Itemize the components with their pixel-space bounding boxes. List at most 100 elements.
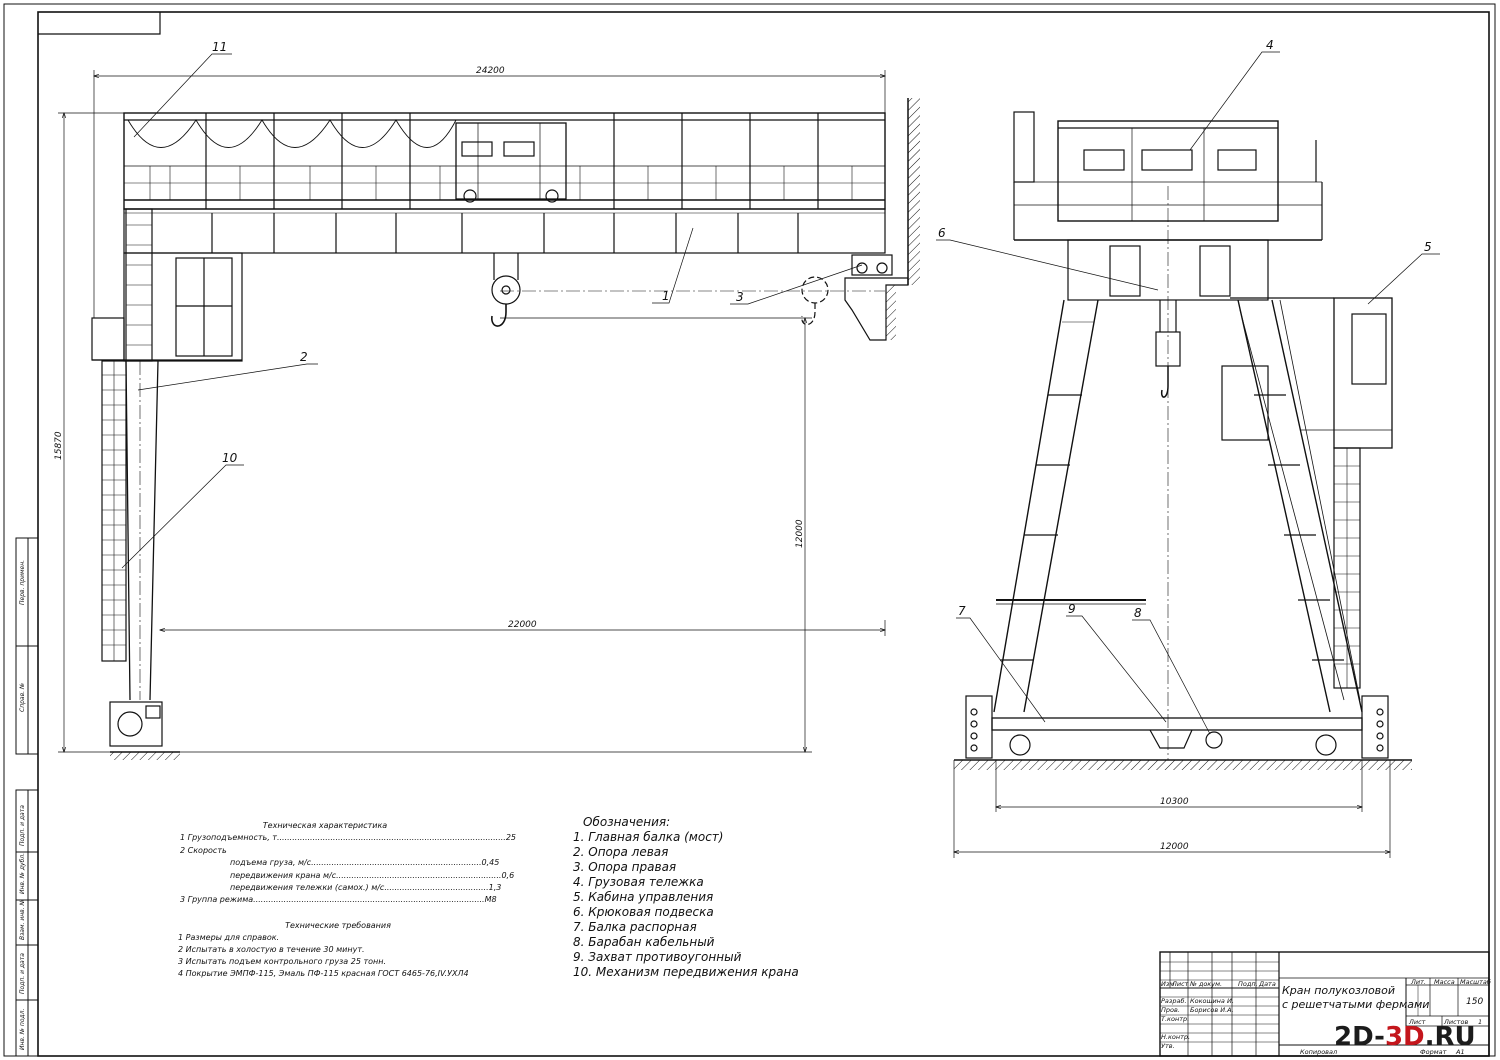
right-support [844,98,920,341]
front-dimensions [58,70,885,752]
tb-format-value: А1 [1455,1048,1465,1056]
requirements: Технические требования 1 Размеры для спр… [178,920,498,980]
tb-utv: Утв. [1161,1042,1175,1050]
tb-sign: Подп. [1238,980,1258,988]
requirement-item: 3 Испытать подъем контрольного груза 25 … [178,957,387,966]
title-block-text: Изм Лист № докум. Подп. Дата Разраб. Кок… [1161,978,1491,1056]
side-stamp [15,537,39,1057]
tb-tkontr: Т.контр. [1161,1015,1189,1023]
legend: Обозначения: 1. Главная балка (мост) 2. … [573,815,833,980]
dimension-labels: 24200 22000 15870 12000 10300 12000 [54,66,1189,852]
tech-spec-label: передвижения тележки (самох.) м/с [230,883,385,893]
tech-spec-label: 1 Грузоподъемность, т [180,833,277,843]
side-base [954,695,1412,770]
tb-list-label: Лист [1408,1018,1426,1026]
tb-masshtab: Масштаб [1460,978,1491,986]
requirements-title: Технические требования [285,921,391,930]
dim-gauge-inner: 10300 [1160,797,1189,807]
side-view [936,51,1440,858]
main-girder [123,112,886,254]
tech-spec-label: 2 Скорость [180,845,227,855]
front-view [58,53,920,760]
perv-primen-label: Перв. примен. [19,560,26,605]
tech-spec-title: Техническая характеристика [262,821,388,830]
title-block [1159,951,1490,1057]
legend-item: 4. Грузовая тележка [573,875,704,889]
side-dimensions [954,760,1390,858]
callout-6: 6 [938,226,946,240]
watermark-part3: .RU [1424,1022,1476,1052]
tb-listov-value: 1 [1478,1018,1482,1026]
inv-podl-label: Инв. № подл. [19,1009,26,1050]
tb-prov-name: Борисов И.А. [1190,1006,1234,1014]
legend-title: Обозначения: [583,815,671,829]
legend-item: 6. Крюковая подвеска [573,905,714,919]
tech-spec-value: 25 [505,833,517,843]
sprav-label: Справ. № [19,683,26,712]
tb-razrab-name: Кокошина И. [1190,997,1234,1005]
legend-item: 10. Механизм передвижения крана [573,965,799,979]
tech-spec-row: 3 Группа режима.........................… [180,895,497,905]
tb-scale-value: 150 [1466,997,1483,1007]
tb-kopiroval: Копировал [1300,1048,1337,1056]
callout-labels: 1 2 3 4 5 6 7 8 9 10 11 [212,38,1432,620]
tb-massa: Масса [1434,978,1455,986]
callout-2: 2 [300,350,308,364]
callout-8: 8 [1134,606,1142,620]
dim-height-total: 15870 [54,431,64,460]
tb-nkontr: Н.контр. [1161,1033,1190,1041]
tb-razrab: Разраб. [1161,997,1187,1005]
tech-spec-row: передвижения крана м/с..................… [230,870,515,880]
tb-list: Лист [1171,980,1189,988]
tb-lit: Лит. [1410,978,1426,986]
tech-spec-label: 3 Группа режима [180,895,254,905]
inv-dubl-label: Инв. № дубл. [19,853,26,894]
dim-span-total: 24200 [476,66,505,76]
dim-span-rail: 22000 [508,620,537,630]
requirement-item: 4 Покрытие ЭМПФ-115, Эмаль ПФ-115 красна… [178,969,469,978]
callout-1: 1 [662,289,670,303]
dim-height-hook: 12000 [795,519,805,548]
watermark-part2: 3D [1384,1022,1425,1052]
tech-spec-value: 0,6 [501,870,515,880]
callout-10: 10 [222,451,238,465]
callout-9: 9 [1068,602,1076,616]
tb-doc: № докум. [1189,980,1222,988]
tech-spec-value: 1,3 [488,883,502,893]
tech-spec: Техническая характеристика 1 Грузоподъем… [175,820,517,907]
tech-spec-row: 2 Скорость [175,845,475,857]
side-leaders [936,51,1440,735]
legend-item: 1. Главная балка (мост) [573,830,724,844]
sheet-frame [3,3,1496,1057]
podp-data-label-2: Подп. и дата [19,953,26,994]
legend-item: 3. Опора правая [573,860,677,874]
tb-name-line2: с решетчатыми фермами [1282,998,1429,1011]
tech-spec-value: 0,45 [481,858,500,868]
tb-format: Формат [1420,1048,1447,1056]
callout-11: 11 [212,40,227,54]
side-girder-end [1067,186,1269,760]
legend-item: 2. Опора левая [573,845,669,859]
left-leg [91,208,243,760]
trolley [455,122,567,203]
legend-item: 8. Барабан кабельный [573,935,715,949]
dim-gauge-outer: 12000 [1160,842,1189,852]
requirement-item: 2 Испытать в холостую в течение 30 минут… [178,945,365,954]
front-leaders [121,53,863,569]
tech-spec-label: передвижения крана м/с [230,870,337,880]
callout-5: 5 [1424,240,1432,254]
legend-item: 7. Балка распорная [573,920,697,934]
tb-date: Дата [1258,980,1276,988]
callout-7: 7 [958,604,966,618]
callout-4: 4 [1266,38,1274,52]
tech-spec-row: подъема груза, м/с......................… [230,858,500,868]
podp-data-label-1: Подп. и дата [19,805,26,846]
tech-spec-row: 1 Грузоподъемность, т...................… [180,833,517,843]
tb-name-line1: Кран полукозловой [1282,984,1395,997]
tech-spec-value: М8 [484,895,497,905]
watermark-logo: 2D-3D.RU [1334,1022,1476,1052]
watermark-part1: 2D- [1334,1022,1385,1052]
side-legs [993,297,1393,713]
tb-listov: Листов [1443,1018,1468,1026]
